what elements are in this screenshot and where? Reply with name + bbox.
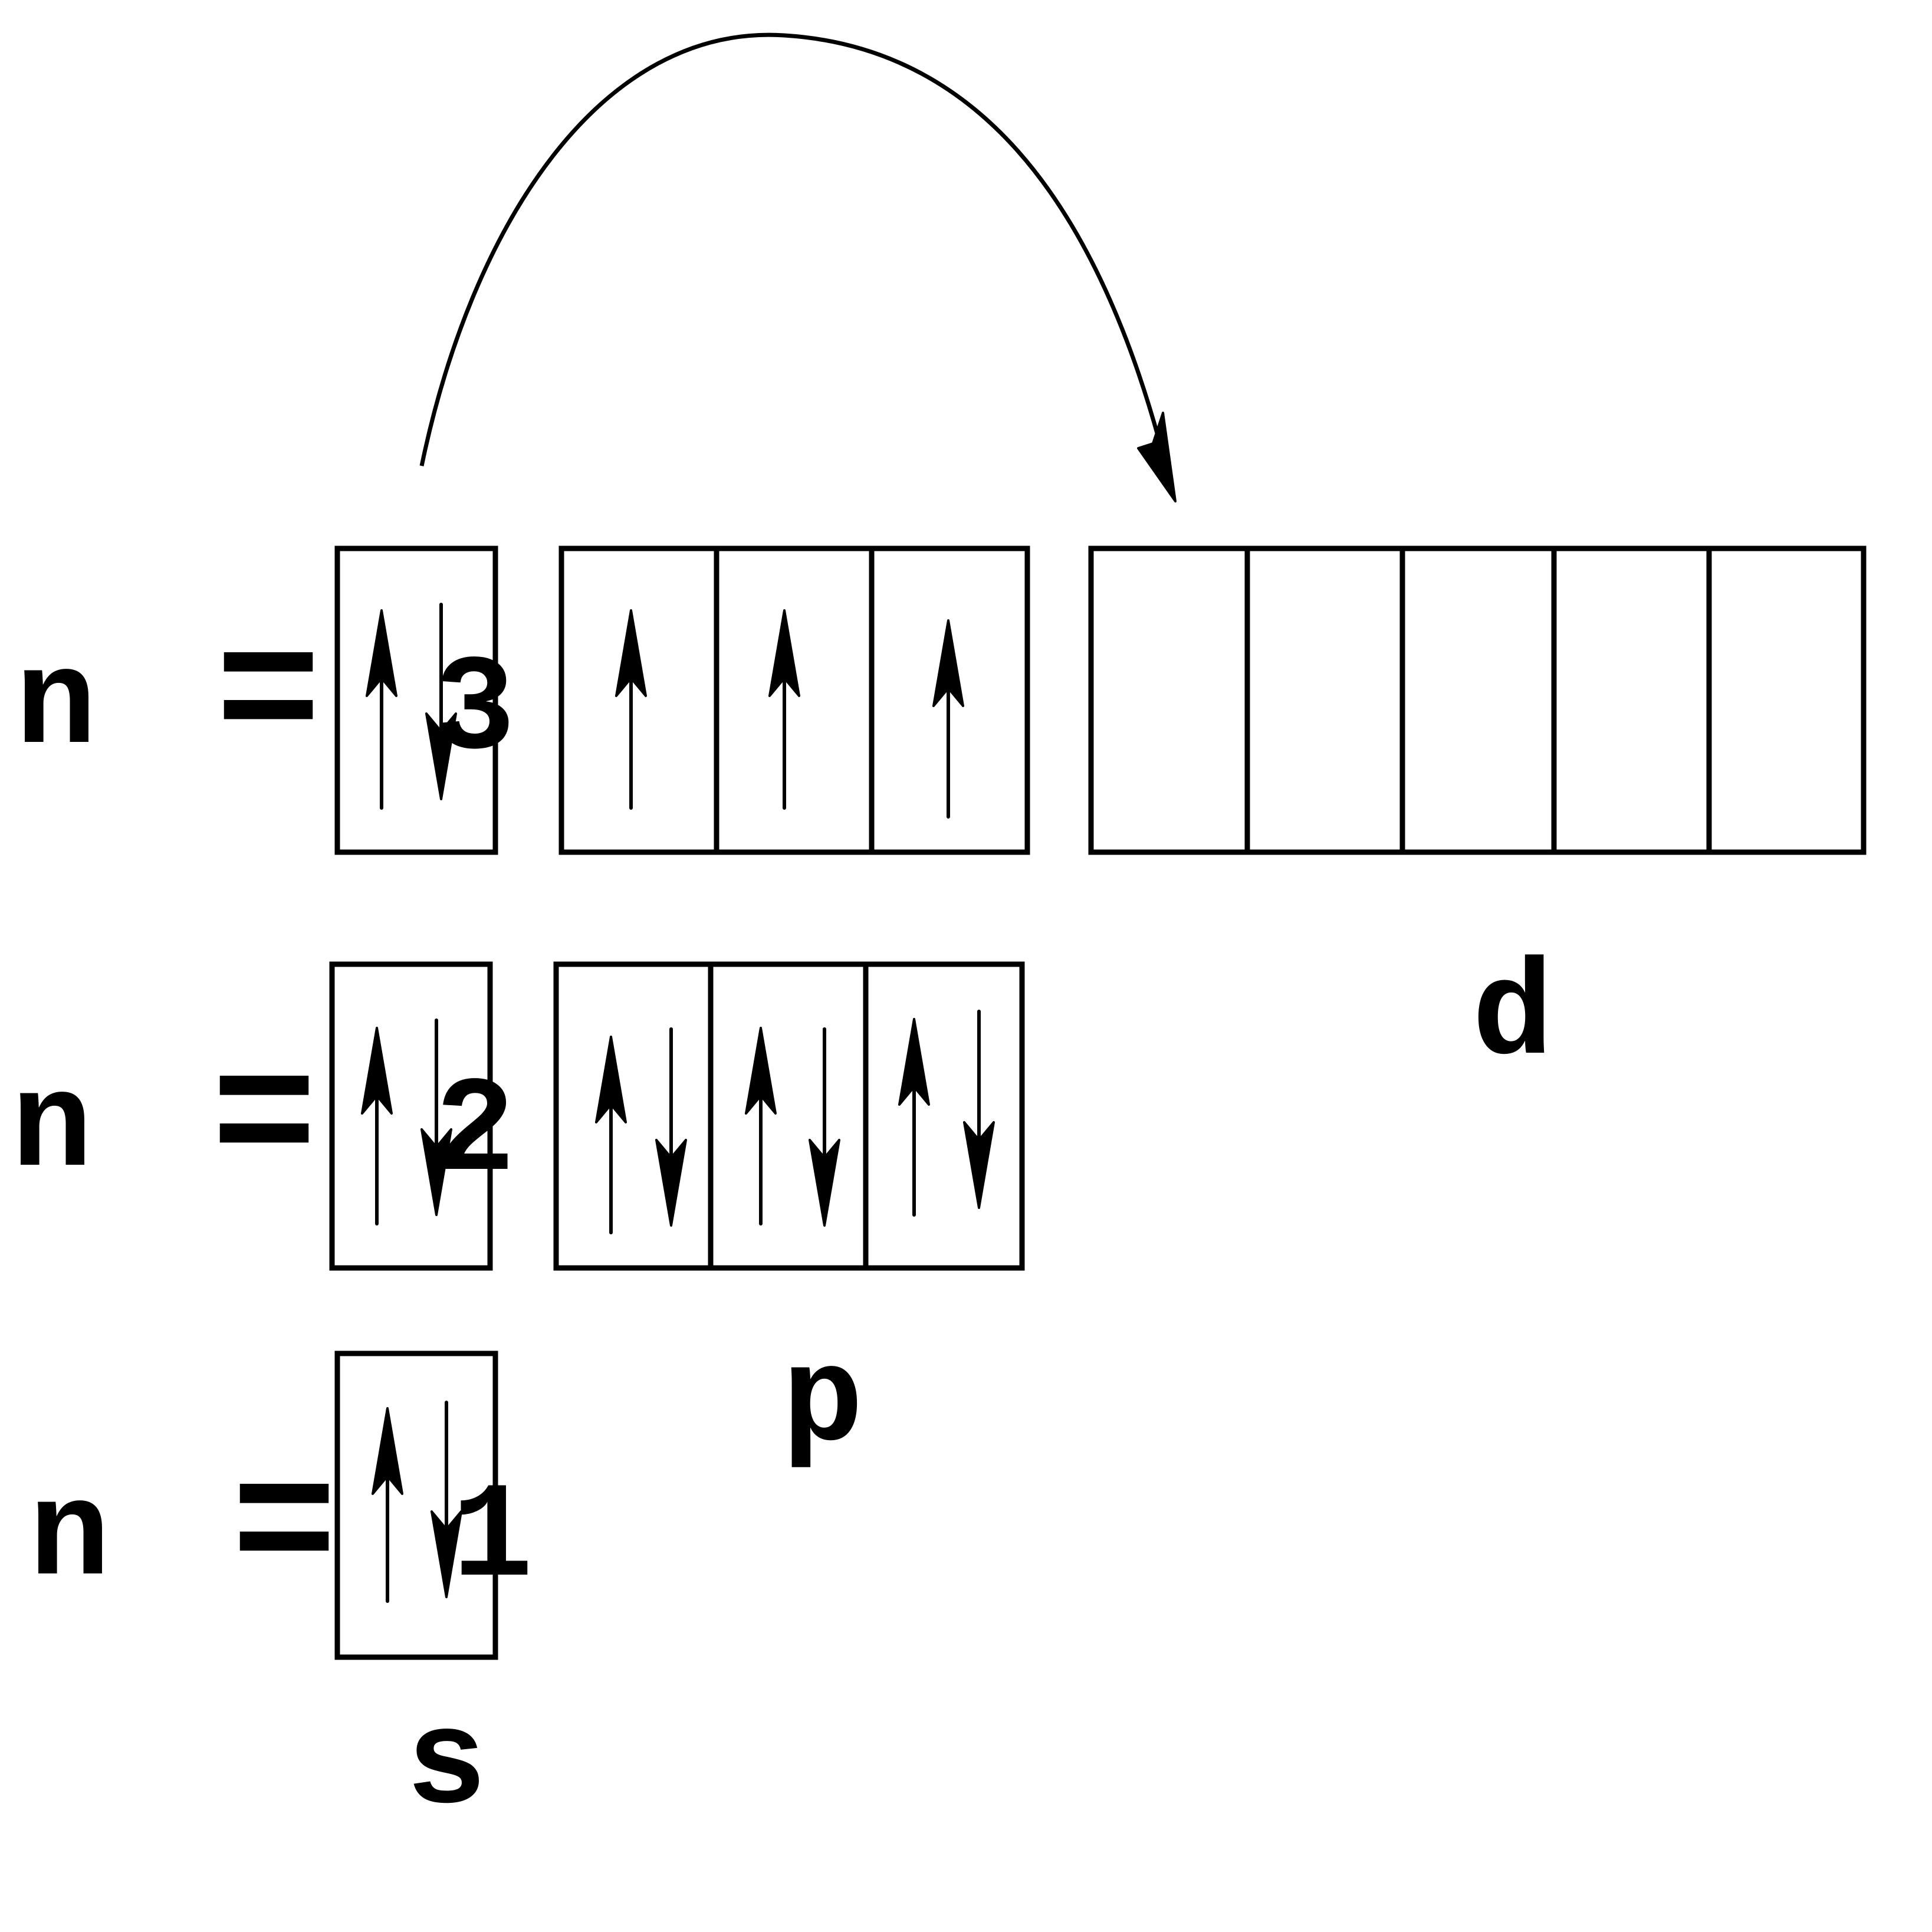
spin-up-arrow [768,609,800,810]
spin-down-arrow [655,1027,687,1227]
orbital-group-3d [1088,546,1867,855]
n-value: 1 [452,1463,533,1616]
spin-down-arrow [420,1018,452,1216]
spin-down-arrow [425,603,457,800]
n-value: 3 [434,635,515,788]
spin-down-arrow [963,1010,995,1209]
orbital-box-3p [558,546,1030,855]
subshell-label-d: d [1472,941,1553,1094]
subshell-label-s: s [406,1690,487,1843]
orbital-box-1s [334,1351,498,1660]
arrowhead-icon [1137,412,1177,502]
n-label: n [29,1461,110,1615]
orbital-box-2p [553,961,1025,1271]
orbital-group-3s [334,546,498,855]
row-n3: n = 3 [15,546,1867,855]
spin-up-arrow [366,609,397,810]
promotion-arrow [419,32,1177,502]
spin-up-arrow [361,1027,393,1225]
orbital-group-2s [329,961,493,1271]
spin-up-arrow [372,1407,403,1603]
row-n1: n = 1 [29,1351,533,1660]
row-n2: n = 2 [11,961,1025,1271]
spin-up-arrow [745,1027,777,1225]
orbital-group-1s [334,1351,498,1660]
equals-sign: = [231,1429,337,1629]
equals-sign: = [211,1021,317,1221]
subshell-label-p: p [782,1327,863,1480]
n-value: 2 [434,1057,515,1210]
orbital-group-2p [553,961,1025,1271]
spin-up-arrow [898,1018,930,1217]
orbital-box-3s [334,546,498,855]
n-label: n [15,630,97,783]
orbital-group-3p [558,546,1030,855]
equals-sign: = [215,597,321,798]
spin-up-arrow [932,619,964,819]
n-label: n [11,1053,93,1206]
orbital-box-2s [329,961,493,1271]
spin-up-arrow [615,609,647,810]
spin-down-arrow [809,1027,840,1227]
spin-down-arrow [431,1401,462,1598]
spin-up-arrow [595,1036,627,1234]
orbital-box-3d [1088,546,1867,855]
